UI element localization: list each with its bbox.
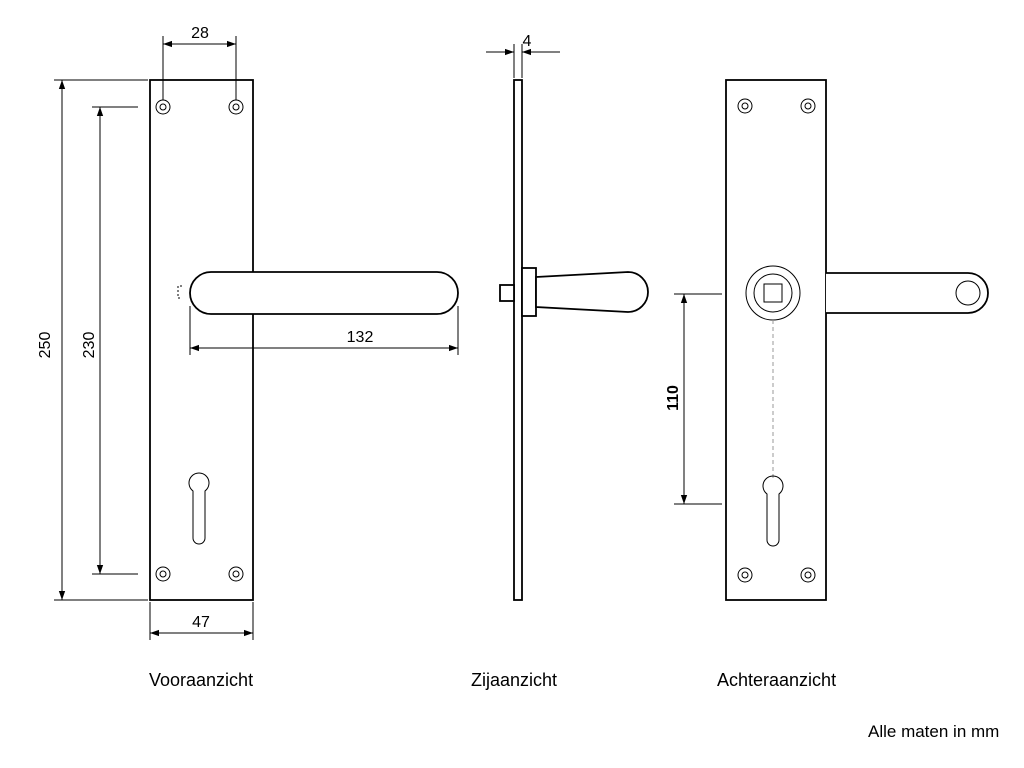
side-lever-handle — [535, 271, 649, 313]
caption-front-view: Vooraanzicht — [149, 670, 254, 690]
side-spindle — [499, 284, 515, 302]
front-screw-hole-bottom-left — [155, 566, 171, 582]
caption-back-view: Achteraanzicht — [717, 670, 837, 690]
units-note: Alle maten in mm — [868, 722, 1000, 741]
back-view: 110 — [665, 79, 989, 601]
back-lever-handle — [826, 272, 989, 314]
front-keyhole — [188, 472, 210, 545]
dim-label-110: 110 — [665, 385, 682, 411]
back-handle-end-cap — [955, 280, 981, 306]
side-backplate — [513, 79, 523, 601]
back-keyhole — [762, 475, 784, 547]
side-view: 4 — [486, 33, 649, 601]
front-handle-stub — [177, 285, 182, 299]
side-rose — [521, 267, 537, 317]
dim-label-250: 250 — [37, 332, 54, 359]
back-screw-hole-top-left — [737, 98, 753, 114]
front-view: 28 250 230 132 47 — [37, 25, 459, 640]
square-spindle-hole — [763, 283, 783, 303]
back-backplate — [725, 79, 827, 601]
back-screw-hole-bottom-left — [737, 567, 753, 583]
dim-label-230: 230 — [81, 332, 98, 359]
dim-label-132: 132 — [347, 329, 374, 346]
back-screw-hole-bottom-right — [800, 567, 816, 583]
dim-label-28: 28 — [191, 25, 209, 42]
front-backplate — [149, 79, 254, 601]
dim-label-4: 4 — [523, 33, 532, 50]
front-lever-handle — [189, 271, 459, 315]
front-screw-hole-bottom-right — [228, 566, 244, 582]
dim-label-47: 47 — [192, 614, 210, 631]
back-screw-hole-top-right — [800, 98, 816, 114]
caption-side-view: Zijaanzicht — [471, 670, 558, 690]
